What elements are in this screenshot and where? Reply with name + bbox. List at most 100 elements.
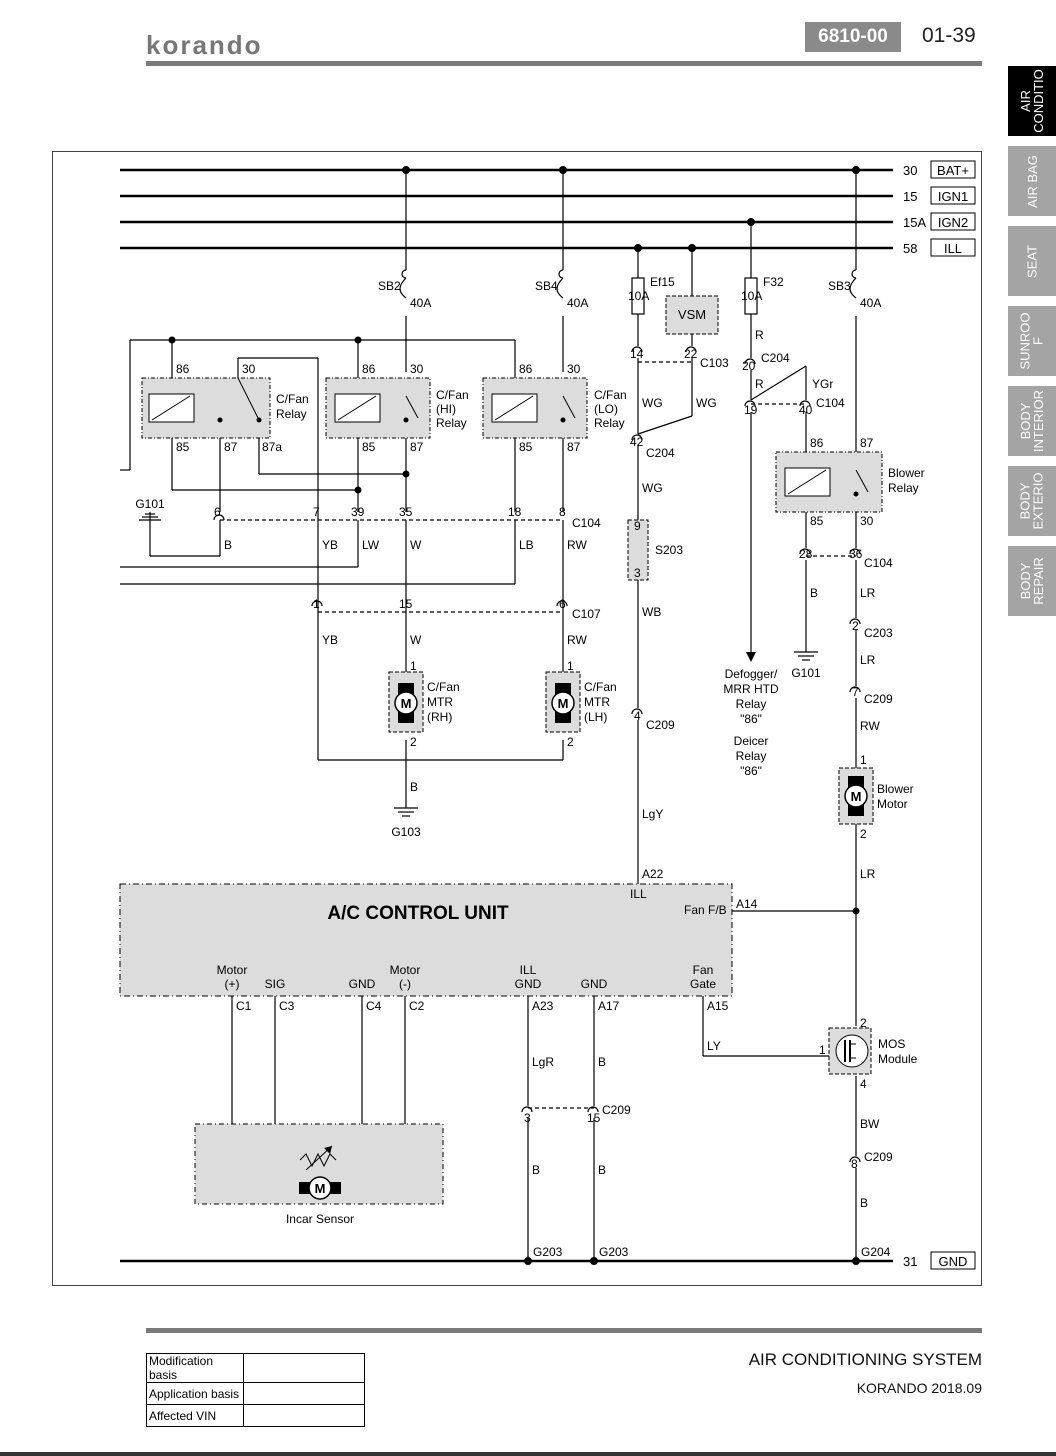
page-number: 01-39 xyxy=(922,24,976,47)
vsm-box xyxy=(665,295,719,335)
fuse-rating: 40A xyxy=(567,296,588,310)
motor-label: MTR xyxy=(584,695,610,709)
pin-number: 36 xyxy=(849,547,863,561)
table-cell-value xyxy=(243,1382,365,1405)
motor-label: C/Fan xyxy=(427,680,460,694)
connector-label: C104 xyxy=(864,556,893,570)
defogger-label: Defogger/ xyxy=(725,667,778,681)
relay-pin: 30 xyxy=(242,362,256,376)
pin-number: 6 xyxy=(214,505,221,519)
wire-color: B xyxy=(860,1196,868,1210)
ecu-pin-label: (-) xyxy=(399,977,411,991)
ecu-pin-label: Motor xyxy=(217,963,248,977)
fuse-rating: 10A xyxy=(741,289,762,303)
blower-motor xyxy=(838,767,874,825)
rail-number: 30 xyxy=(903,163,917,178)
mos-label: Module xyxy=(878,1052,918,1066)
relay-pin: 86 xyxy=(176,362,190,376)
wire-color: LR xyxy=(860,867,876,881)
relay-cfan-lo xyxy=(482,377,588,439)
cfan-motor-rh xyxy=(388,671,424,733)
pin-number: 15 xyxy=(587,1111,601,1125)
relay-pin: 86 xyxy=(519,362,533,376)
wire-color: WG xyxy=(642,481,663,495)
relay-pin: 86 xyxy=(810,436,824,450)
brand-logo: korando xyxy=(146,30,263,60)
relay-label: Relay xyxy=(888,481,919,495)
tab-body-repair[interactable]: BODY REPAIR xyxy=(1008,546,1056,616)
relay-pin: 87 xyxy=(860,436,874,450)
ground-label: G103 xyxy=(391,825,421,839)
tab-body-interior[interactable]: BODY INTERIOR xyxy=(1008,386,1056,456)
pin-number: 6 xyxy=(559,597,566,611)
ecu-pin-label: GND xyxy=(349,977,376,991)
wire-color: B xyxy=(598,1163,606,1177)
relay-pin: 85 xyxy=(810,514,824,528)
pin-number: 7 xyxy=(852,685,859,699)
ecu-pin: A23 xyxy=(532,999,554,1013)
pin-number: 15 xyxy=(399,597,413,611)
defogger-label: MRR HTD xyxy=(723,682,779,696)
cfan-motor-lh xyxy=(545,671,581,733)
relay-pin: 30 xyxy=(410,362,424,376)
defogger-label: "86" xyxy=(740,712,762,726)
pin-number: 40 xyxy=(799,403,813,417)
ecu-pin-label: ILL xyxy=(520,963,537,977)
tab-air-conditioning[interactable]: AIR CONDITIO xyxy=(1008,66,1056,136)
pin-number: 4 xyxy=(634,709,641,723)
deicer-label: Relay xyxy=(736,749,767,763)
tab-air-bag[interactable]: AIR BAG xyxy=(1008,146,1056,216)
pin-number: 2 xyxy=(852,619,859,633)
connector-label: C209 xyxy=(602,1103,631,1117)
splice-label: S203 xyxy=(655,543,683,557)
tab-sunroof[interactable]: SUNROO F xyxy=(1008,306,1056,376)
ecu-pin: A22 xyxy=(642,867,664,881)
ecu-pin-label: Gate xyxy=(690,977,716,991)
ecu-pin: C2 xyxy=(409,999,425,1013)
defogger-label: Relay xyxy=(736,697,767,711)
pin-number: 22 xyxy=(684,347,698,361)
relay-cfan xyxy=(141,377,271,439)
wire-color: B xyxy=(532,1163,540,1177)
pin-number: 9 xyxy=(634,519,641,533)
pin-number: 1 xyxy=(567,659,574,673)
pin-number: 39 xyxy=(351,505,365,519)
ac-control-unit xyxy=(119,883,733,997)
ecu-pin-label: Motor xyxy=(390,963,421,977)
motor-label: MTR xyxy=(427,695,453,709)
tab-seat[interactable]: SEAT xyxy=(1008,226,1056,296)
wire-color: B xyxy=(598,1055,606,1069)
motor-symbol: M xyxy=(558,696,569,711)
wire-color: LR xyxy=(860,586,876,600)
wire-color: LgR xyxy=(532,1055,554,1069)
wire-color: B xyxy=(810,586,818,600)
relay-pin: 30 xyxy=(860,514,874,528)
wire-color: R xyxy=(755,328,764,342)
incar-sensor-label: Incar Sensor xyxy=(286,1212,354,1226)
doc-number-badge: 6810-00 xyxy=(805,22,901,52)
wire-color: RW xyxy=(567,633,587,647)
relay-pin: 87 xyxy=(410,440,424,454)
pin-number: 2 xyxy=(567,735,574,749)
table-row: Affected VIN xyxy=(146,1404,365,1427)
rail-labels: 30 15 15A 58 31 BAT+ IGN1 IGN2 ILL GND xyxy=(903,160,976,1270)
pin-number: 1 xyxy=(410,659,417,673)
table-cell-value xyxy=(243,1353,365,1383)
incar-sensor xyxy=(194,1123,444,1205)
fuse-label: Ef15 xyxy=(650,275,675,289)
table-cell-label: Application basis xyxy=(146,1382,244,1405)
ecu-title: A/C CONTROL UNIT xyxy=(327,903,509,924)
relay-label: Relay xyxy=(436,416,467,430)
ecu-pin-label: Fan xyxy=(693,963,714,977)
tab-body-exterior[interactable]: BODY EXTERIO xyxy=(1008,466,1056,536)
connector-label: C107 xyxy=(572,607,601,621)
small-fuses xyxy=(631,277,758,315)
ground-label: G203 xyxy=(599,1245,629,1259)
relay-pin: 87 xyxy=(567,440,581,454)
mos-module xyxy=(828,1027,872,1075)
pin-number: 1 xyxy=(819,1043,826,1057)
rail-name: GND xyxy=(939,1254,968,1269)
component-labels: SB2 40A SB4 40A SB3 40A Ef15 10A F32 10A… xyxy=(135,275,924,1259)
fuse-label: SB4 xyxy=(535,279,558,293)
ground-label: G203 xyxy=(533,1245,563,1259)
